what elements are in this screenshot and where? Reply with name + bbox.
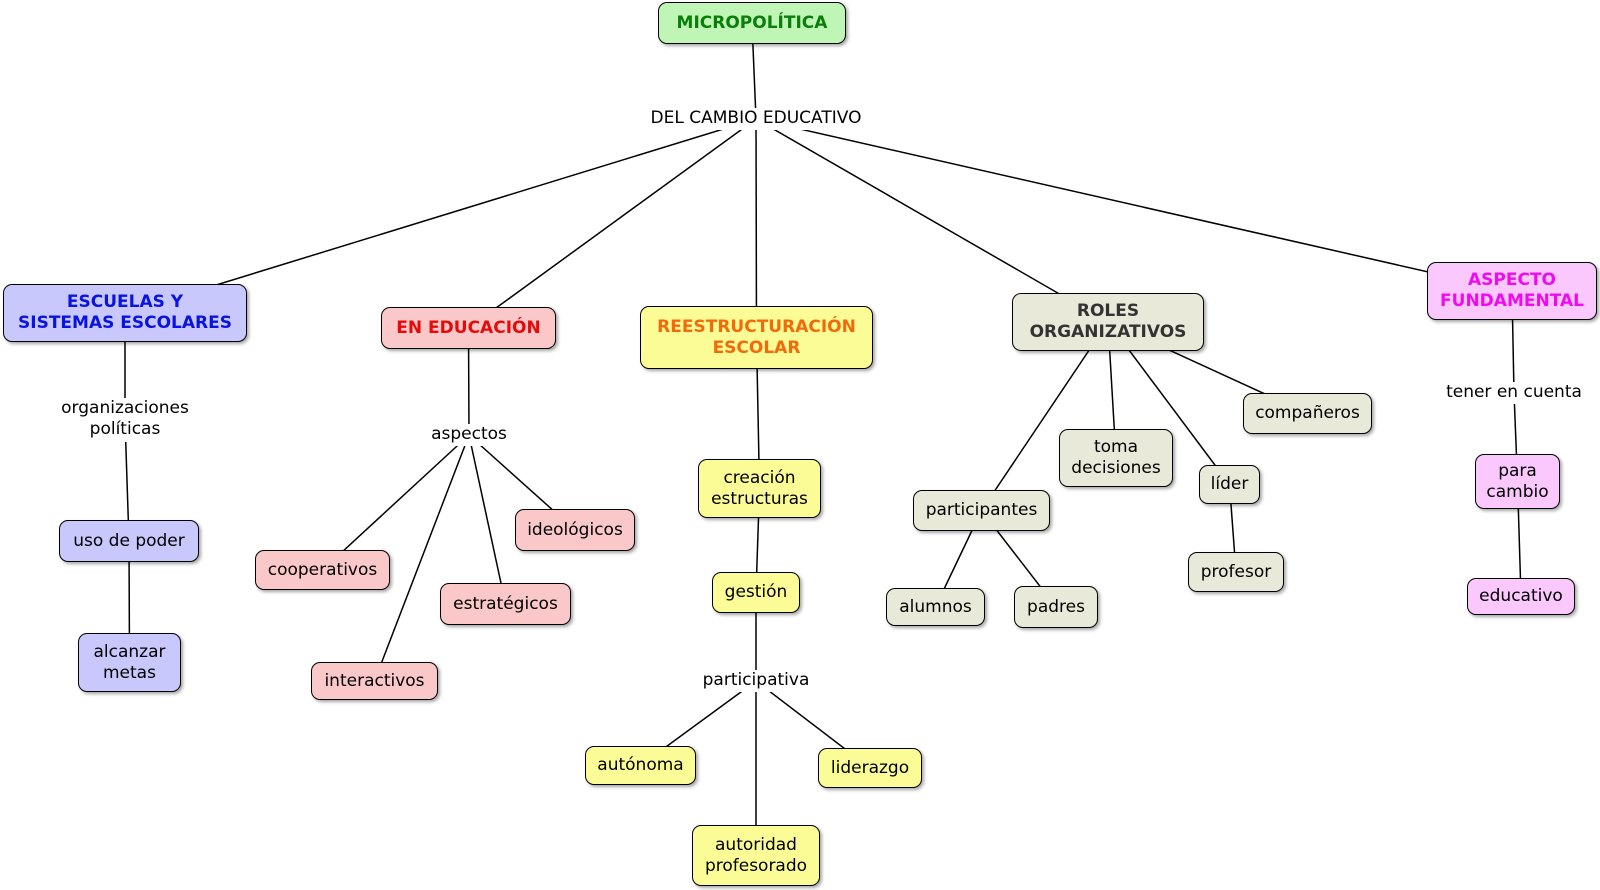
connector-l-root-n-rees — [755, 118, 758, 338]
reestructuracion-concept[interactable]: REESTRUCTURACIÓN ESCOLAR — [640, 306, 873, 369]
escuelas-link-phrase: organizaciones políticas — [55, 398, 195, 442]
educativo-node[interactable]: educativo — [1467, 578, 1575, 615]
connector-l-root-n-asp — [755, 118, 1513, 292]
liderazgo-node[interactable]: liderazgo — [818, 748, 922, 788]
companeros-node[interactable]: compañeros — [1243, 393, 1372, 434]
autoridad-profesorado-node[interactable]: autoridad profesorado — [692, 825, 820, 886]
tener-en-cuenta-link-phrase: tener en cuenta — [1440, 382, 1588, 404]
connector-l-root-n-escuelas — [124, 118, 757, 314]
alumnos-node[interactable]: alumnos — [886, 588, 985, 626]
connector-l-educ-n-coop — [321, 434, 470, 571]
participativa-link-phrase: participativa — [695, 670, 817, 692]
autonoma-node[interactable]: autónoma — [585, 746, 696, 785]
root-link-phrase: DEL CAMBIO EDUCATIVO — [640, 108, 872, 130]
creacion-estructuras-node[interactable]: creación estructuras — [698, 459, 821, 518]
estrategicos-node[interactable]: estratégicos — [440, 583, 571, 625]
escuelas-concept[interactable]: ESCUELAS Y SISTEMAS ESCOLARES — [3, 284, 247, 342]
aspecto-fundamental-concept[interactable]: ASPECTO FUNDAMENTAL — [1427, 262, 1597, 320]
root-concept[interactable]: MICROPOLÍTICA — [658, 2, 846, 44]
uso-de-poder-node[interactable]: uso de poder — [59, 520, 199, 562]
aspectos-link-phrase: aspectos — [425, 424, 513, 446]
interactivos-node[interactable]: interactivos — [311, 662, 438, 700]
lider-node[interactable]: líder — [1199, 465, 1260, 504]
connector-l-root-n-educ — [468, 118, 757, 329]
connector-n-roles-n-partic — [980, 321, 1109, 511]
alcanzar-metas-node[interactable]: alcanzar metas — [78, 633, 181, 692]
padres-node[interactable]: padres — [1014, 586, 1098, 628]
connector-l-educ-n-estr — [468, 434, 507, 605]
gestion-node[interactable]: gestión — [712, 572, 800, 613]
para-cambio-node[interactable]: para cambio — [1475, 454, 1560, 509]
participantes-node[interactable]: participantes — [913, 490, 1050, 531]
profesor-node[interactable]: profesor — [1188, 552, 1284, 592]
roles-organizativos-concept[interactable]: ROLES ORGANIZATIVOS — [1012, 293, 1204, 351]
connector-l-educ-n-inter — [373, 434, 470, 682]
cooperativos-node[interactable]: cooperativos — [255, 550, 390, 590]
toma-decisiones-node[interactable]: toma decisiones — [1059, 429, 1173, 487]
ideologicos-node[interactable]: ideológicos — [515, 509, 635, 551]
connector-l-root-n-roles — [755, 118, 1109, 323]
en-educacion-concept[interactable]: EN EDUCACIÓN — [381, 307, 556, 349]
